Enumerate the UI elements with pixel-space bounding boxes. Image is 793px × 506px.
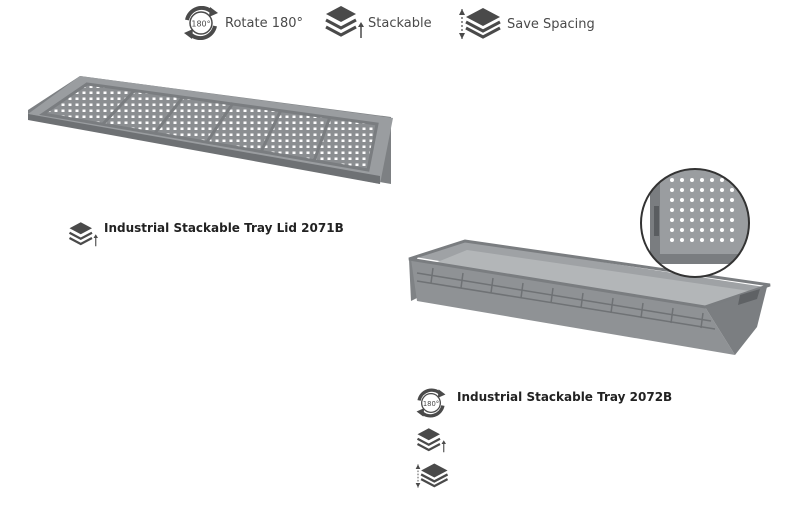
rotate-180-icon: 180° [416,388,446,418]
stackable-icon [68,222,98,247]
rotate-badge-text: 180° [191,20,210,29]
stackable-icon [416,428,446,453]
tray-rotate-badge-text: 180° [423,400,439,408]
legend-rotate-label: Rotate 180° [225,15,304,31]
lid-caption: Industrial Stackable Tray Lid 2071B [68,220,344,250]
tray-image [408,239,771,355]
save-spacing-icon [459,8,501,39]
legend-save-spacing: Save Spacing [457,6,595,42]
save-spacing-icon [415,463,449,488]
legend-rotate: 180° Rotate 180° [181,6,303,40]
legend-stackable-label: Stackable [368,15,432,31]
stackable-icon [325,6,364,38]
tray-title: Industrial Stackable Tray 2072B [457,390,673,404]
tray-detail-magnifier [640,168,750,278]
tray-lid-image [28,76,393,184]
rotate-180-icon: 180° [184,6,218,40]
legend-stackable: Stackable [324,4,432,42]
tray-caption: 180° Industrial Stackable Tray 2072B [414,388,672,490]
legend-save-spacing-label: Save Spacing [507,16,595,32]
lid-title: Industrial Stackable Tray Lid 2071B [104,221,344,235]
